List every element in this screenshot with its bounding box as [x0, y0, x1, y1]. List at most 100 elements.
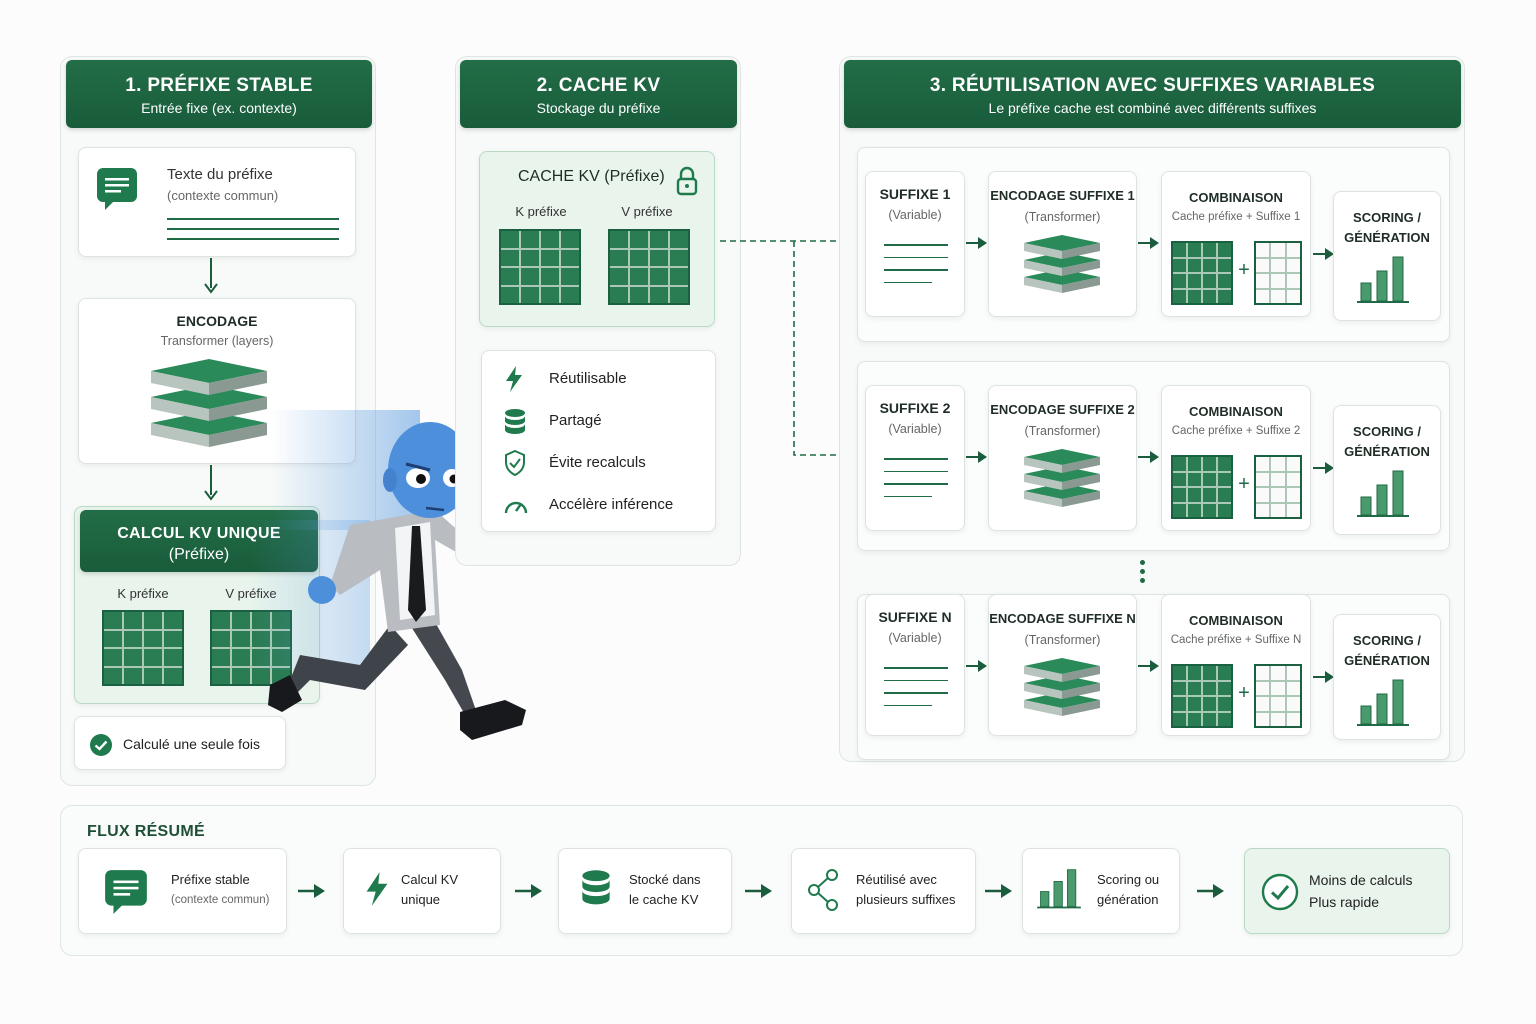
kv-calc-subtitle: (Préfixe)	[168, 546, 230, 563]
arrow-right-icon	[298, 884, 325, 898]
share-nodes-icon	[808, 869, 838, 911]
prefix-text-label: Texte du préfixe	[167, 166, 273, 183]
flow-title: FLUX RÉSUMÉ	[87, 823, 205, 840]
arrow-right-icon	[1313, 671, 1334, 683]
k-prefix-label-1: K préfixe	[117, 586, 169, 601]
suffix-variable: (Variable)	[888, 422, 942, 436]
layers-icon	[1024, 449, 1100, 507]
flow-step-line2: Plus rapide	[1309, 894, 1380, 910]
arrow-right-icon	[985, 884, 1012, 898]
text-lines	[167, 218, 339, 250]
cache-header: 2. CACHE KV Stockage du préfixe	[460, 60, 737, 128]
shield-check-icon	[505, 450, 525, 476]
arrow-right-icon	[1138, 237, 1159, 249]
plus-sign: +	[1238, 473, 1250, 495]
speedometer-icon	[504, 501, 528, 514]
scoring-title-2: GÉNÉRATION	[1344, 444, 1430, 459]
prefix-grid	[1171, 664, 1233, 728]
prefix-subtitle: Entrée fixe (ex. contexte)	[141, 100, 297, 116]
suffix-encoding-title: ENCODAGE SUFFIXE N	[989, 611, 1136, 626]
cache-subtitle: Stockage du préfixe	[536, 100, 661, 116]
chat-icon	[105, 870, 147, 914]
flow-step-line2: génération	[1097, 892, 1159, 907]
suffix-title: SUFFIXE 2	[879, 400, 951, 416]
k-prefix-label-2: K préfixe	[515, 204, 567, 219]
lock-icon	[676, 166, 698, 196]
kv-cache-title: CACHE KV (Préfixe)	[518, 168, 665, 185]
flow-step-line1: Calcul KV	[401, 872, 459, 887]
flow-step-line2: unique	[401, 892, 441, 907]
suffix-encoding-sub: (Transformer)	[1024, 210, 1101, 224]
suffix-encoding-sub: (Transformer)	[1024, 424, 1101, 438]
suffix-card: SUFFIXE N (Variable)	[865, 594, 965, 736]
benefits-card: Réutilisable Partagé Évite recalculs Acc…	[481, 350, 716, 532]
flow-step-line1: Préfixe stable	[171, 872, 250, 887]
scoring-title: SCORING /	[1353, 633, 1421, 648]
flow-panel	[60, 805, 1463, 956]
lightning-icon	[506, 366, 522, 392]
flow-step-line1: Moins de calculs	[1309, 872, 1413, 888]
check-circle-icon	[90, 734, 112, 756]
flow-step-6: Moins de calculs Plus rapide	[1244, 848, 1450, 934]
suffix-variable: (Variable)	[888, 208, 942, 222]
bar-chart-icon	[1357, 679, 1409, 726]
lightning-icon	[366, 872, 388, 906]
layers-icon	[1024, 235, 1100, 293]
suffix-grid	[1254, 455, 1302, 519]
benefit-shared: Partagé	[549, 412, 602, 429]
prefix-text-card: Texte du préfixe (contexte commun)	[78, 147, 356, 257]
prefix-text-note: (contexte commun)	[167, 188, 279, 203]
combination-title: COMBINAISON	[1189, 613, 1283, 628]
flow-step-1: Préfixe stable (contexte commun)	[78, 848, 287, 934]
text-lines	[884, 458, 948, 507]
database-icon	[505, 409, 525, 434]
arrow-right-icon	[745, 884, 772, 898]
flow-step-4: Réutilisé avec plusieurs suffixes	[791, 848, 976, 934]
benefit-avoid: Évite recalculs	[549, 454, 646, 471]
combination-sub: Cache préfixe + Suffixe 2	[1171, 425, 1301, 437]
chat-icon	[97, 168, 137, 210]
arrow-right-icon	[1138, 660, 1159, 672]
k-prefix-grid-1	[102, 610, 184, 686]
combination-sub: Cache préfixe + Suffixe N	[1170, 634, 1302, 646]
arrow-right-icon	[1313, 462, 1334, 474]
scoring-card: SCORING / GÉNÉRATION	[1333, 405, 1441, 535]
arrow-down-1	[203, 258, 219, 299]
suffix-encoding-sub: (Transformer)	[1024, 633, 1101, 647]
dashed-connectors	[720, 234, 852, 462]
reuse-subtitle: Le préfixe cache est combiné avec différ…	[988, 100, 1317, 116]
flow-step-line1: Scoring ou	[1097, 872, 1160, 887]
benefit-reusable: Réutilisable	[549, 370, 627, 387]
scoring-title-2: GÉNÉRATION	[1344, 653, 1430, 668]
arrow-right-icon	[515, 884, 542, 898]
arrow-right-icon	[966, 237, 987, 249]
flow-step-2: Calcul KV unique	[343, 848, 501, 934]
scoring-title: SCORING /	[1353, 424, 1421, 439]
cache-title: 2. CACHE KV	[536, 75, 661, 96]
prefix-grid	[1171, 455, 1233, 519]
arrow-right-icon	[966, 451, 987, 463]
suffix-encoding-title: ENCODAGE SUFFIXE 1	[990, 188, 1135, 203]
database-icon	[582, 870, 610, 905]
text-lines	[884, 667, 948, 716]
bar-chart-icon	[1357, 470, 1409, 517]
layers-icon	[1024, 658, 1100, 716]
vertical-ellipsis	[1140, 560, 1146, 583]
v-prefix-grid-2	[608, 229, 690, 305]
flow-step-line2: le cache KV	[629, 892, 699, 907]
benefit-speed: Accélère inférence	[549, 496, 674, 513]
suffix-grid	[1254, 664, 1302, 728]
encoding-subtitle: Transformer (layers)	[160, 334, 274, 348]
arrow-right-icon	[1313, 248, 1334, 260]
flow-step-3: Stocké dans le cache KV	[558, 848, 732, 934]
text-lines	[884, 244, 948, 293]
reuse-title: 3. RÉUTILISATION AVEC SUFFIXES VARIABLES	[929, 75, 1376, 96]
computed-once-card: Calculé une seule fois	[74, 716, 286, 770]
flow-step-line1: Stocké dans	[629, 872, 701, 887]
arrow-right-icon	[1197, 884, 1224, 898]
suffix-encoding-title: ENCODAGE SUFFIXE 2	[990, 402, 1135, 417]
suffix-title: SUFFIXE N	[878, 609, 952, 625]
arrow-right-icon	[1138, 451, 1159, 463]
suffix-title: SUFFIXE 1	[879, 186, 951, 202]
scoring-title-2: GÉNÉRATION	[1344, 230, 1430, 245]
